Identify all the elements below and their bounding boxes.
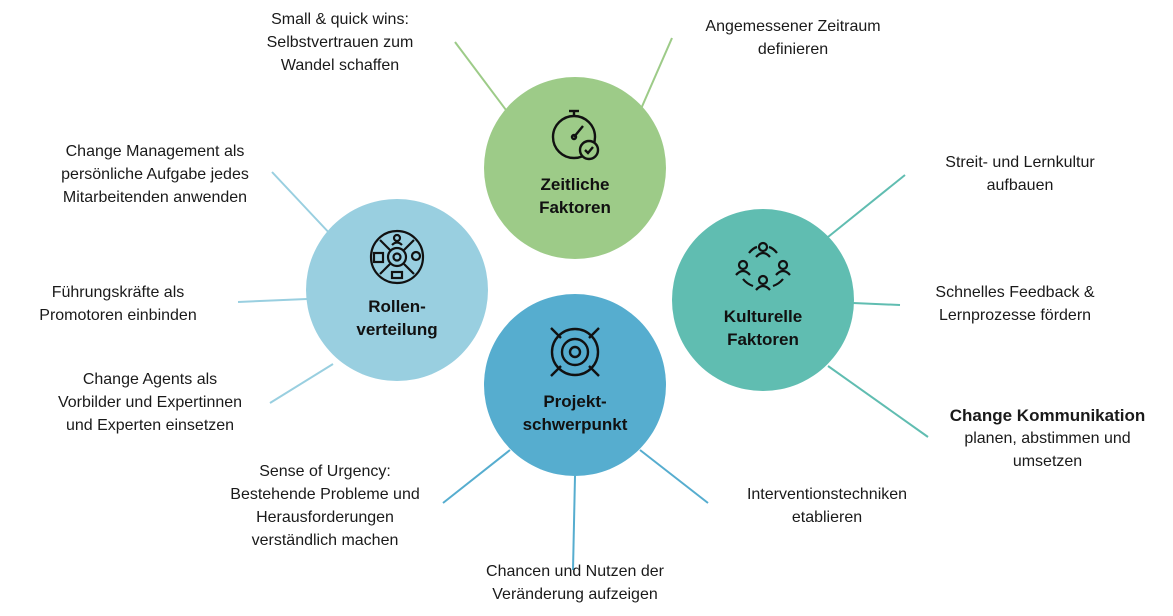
people-circle-icon [735, 241, 791, 291]
hub-title-line1: Zeitliche [540, 175, 610, 194]
text-line: aufbauen [986, 177, 1054, 194]
text-line: Selbstvertrauen zum [266, 34, 414, 51]
label-small-wins: Small & quick wins: Selbstvertrauen zum … [250, 8, 430, 77]
text-line: Interventionstechniken [746, 486, 908, 503]
text-line: planen, abstimmen und [964, 430, 1131, 447]
text-line: Streit- und Lernkultur [945, 154, 1095, 171]
text-line: Wandel schaffen [280, 57, 400, 74]
hub-title-line2: Faktoren [727, 330, 799, 349]
target-icon [550, 327, 600, 377]
hub-rollenverteilung: Rollen-verteilung [306, 199, 488, 381]
text-line: Promotoren einbinden [39, 307, 197, 324]
text-line: und Experten einsetzen [65, 417, 235, 434]
text-line: Change Management als [65, 143, 245, 160]
hub-title-line2: Faktoren [539, 198, 611, 217]
text-line: Bestehende Probleme und [230, 486, 420, 503]
label-urgency: Sense of Urgency: Bestehende Probleme un… [205, 460, 445, 552]
hub-title-line2: verteilung [356, 320, 438, 339]
label-intervention: Interventionstechniken etablieren [722, 483, 932, 529]
connector-cm-aufgabe [271, 171, 334, 238]
label-fuehrung: Führungskräfte als Promotoren einbinden [28, 281, 208, 327]
text-line: persönliche Aufgabe jedes [61, 166, 249, 183]
text-line: Vorbilder und Expertinnen [57, 394, 243, 411]
connector-feedback [852, 302, 901, 306]
connector-small-wins [454, 41, 513, 119]
text-line: Schnelles Feedback & [935, 284, 1095, 301]
hub-title-line1: Projekt- [543, 392, 607, 411]
connector-streit [827, 174, 906, 238]
connector-zeitraum [636, 37, 673, 119]
connector-kommunikation [827, 365, 929, 438]
text-line: verständlich machen [251, 532, 399, 549]
text-line: Change Agents als [82, 371, 218, 388]
connector-fuehrung [237, 298, 308, 303]
roles-gear-icon [369, 229, 425, 285]
text-line: definieren [757, 41, 829, 58]
text-line: Herausforderungen [256, 509, 394, 526]
label-zeitraum: Angemessener Zeitraum definieren [683, 15, 903, 61]
label-cm-aufgabe: Change Management als persönliche Aufgab… [35, 140, 275, 209]
text-line: Chancen und Nutzen der [486, 563, 664, 580]
label-streit: Streit- und Lernkultur aufbauen [920, 151, 1120, 197]
connector-urgency [442, 449, 511, 504]
label-feedback: Schnelles Feedback & Lernprozesse förder… [915, 281, 1115, 327]
label-chancen: Chancen und Nutzen der Veränderung aufze… [460, 560, 690, 606]
text-line: Sense of Urgency: [259, 463, 391, 480]
connector-agents [269, 363, 334, 404]
text-line: Angemessener Zeitraum [705, 18, 881, 35]
hub-title-line2: schwerpunkt [522, 415, 628, 434]
label-agents: Change Agents als Vorbilder und Expertin… [35, 368, 265, 437]
text-line-bold: Change Kommunikation [949, 406, 1146, 425]
text-line: umsetzen [1012, 453, 1083, 470]
text-line: Führungskräfte als [51, 284, 185, 301]
hub-title-line1: Kulturelle [723, 307, 803, 326]
text-line: Small & quick wins: [271, 11, 409, 28]
hub-title-line1: Rollen- [368, 297, 426, 316]
connector-intervention [639, 449, 709, 504]
hub-projektschwerpunkt: Projekt-schwerpunkt [484, 294, 666, 476]
text-line: etablieren [791, 509, 863, 526]
text-line: Veränderung aufzeigen [492, 586, 658, 603]
text-line: Lernprozesse fördern [938, 307, 1092, 324]
text-line: Mitarbeitenden anwenden [62, 189, 248, 206]
label-kommunikation: Change Kommunikation planen, abstimmen u… [935, 404, 1160, 473]
connector-chancen [572, 475, 576, 571]
stopwatch-check-icon [551, 109, 600, 161]
